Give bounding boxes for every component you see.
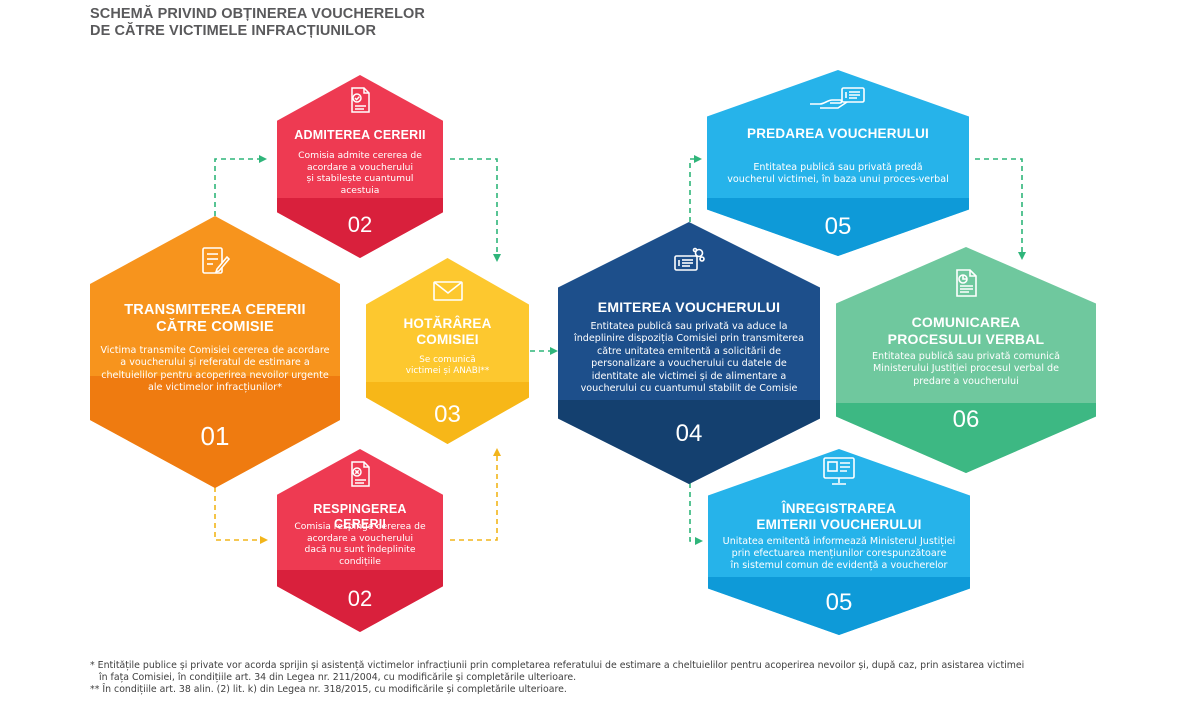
step-number: 01 <box>200 421 230 451</box>
step-number: 05 <box>824 213 852 240</box>
footnotes: * Entitățile publice și private vor acor… <box>90 660 1170 696</box>
step-number: 06 <box>952 406 980 433</box>
arrow-transmiterea-to-respingerea <box>214 487 268 544</box>
footnote-1-continuation: în fața Comisiei, în condițiile art. 34 … <box>99 672 577 683</box>
step-title: ADMITEREA CERERII <box>294 128 426 142</box>
arrow-transmiterea-to-admiterea <box>214 155 267 216</box>
document-reject-icon <box>351 461 370 487</box>
arrow-emiterea-to-predarea <box>689 155 702 222</box>
report-document-icon <box>956 269 977 297</box>
footnote-1: * Entitățile publice și private vor acor… <box>90 660 1025 671</box>
step-title: ÎNREGISTRAREA EMITERII VOUCHERULUI <box>756 501 922 532</box>
step-title: PREDAREA VOUCHERULUI <box>746 126 929 141</box>
step-number: 04 <box>675 420 703 447</box>
voucher-card-icon <box>674 247 705 271</box>
envelope-icon <box>432 281 463 301</box>
footnote-2: ** În condițiile art. 38 alin. (2) lit. … <box>90 684 567 695</box>
arrow-emiterea-to-inregistrarea <box>689 483 703 545</box>
document-check-icon <box>351 87 370 113</box>
step-title: COMUNICAREA PROCESULUI VERBAL <box>887 314 1045 347</box>
step-number: 02 <box>347 212 373 237</box>
arrow-respingerea-to-hotararea <box>450 448 501 541</box>
step-description: Comisia admite cererea de acordare a vou… <box>298 150 422 196</box>
page-title-line-2: DE CĂTRE VICTIMELE INFRACȚIUNILOR <box>90 23 377 39</box>
form-pen-icon <box>202 247 231 274</box>
step-number: 05 <box>825 589 853 616</box>
step-description: Unitatea emitentă informează Ministerul … <box>722 536 956 572</box>
step-description: Comisia respinge cererea de acordare a v… <box>294 521 426 567</box>
step-title: HOTĂRÂREA COMISIEI <box>403 316 492 347</box>
hand-voucher-icon <box>810 87 865 109</box>
step-title: EMITEREA VOUCHERULUI <box>597 299 781 315</box>
monitor-register-icon <box>823 457 855 485</box>
step-transmiterea-hexagon: TRANSMITEREA CERERII CĂTRE COMISIE Victi… <box>90 216 340 488</box>
arrow-admiterea-to-hotararea <box>450 158 501 262</box>
arrow-predarea-to-comunicarea <box>975 158 1026 260</box>
page-title: SCHEMĂ PRIVIND OBȚINEREA VOUCHERELOR DE … <box>90 6 425 40</box>
step-description: Entitatea publică sau privată predă vouc… <box>727 162 949 186</box>
step-description: Se comunică victimei și ANABI** <box>405 355 490 376</box>
step-description: Victima transmite Comisiei cererea de ac… <box>100 345 330 394</box>
step-title: RESPINGEREA CERERII <box>313 502 407 531</box>
page-title-line-1: SCHEMĂ PRIVIND OBȚINEREA VOUCHERELOR <box>90 6 425 22</box>
step-description: Entitatea publică sau privată va aduce l… <box>574 321 804 395</box>
step-title: TRANSMITEREA CERERII CĂTRE COMISIE <box>124 302 306 335</box>
step-number: 02 <box>347 586 373 611</box>
step-number: 03 <box>434 401 461 428</box>
step-description: Entitatea publică sau privată comunică M… <box>871 351 1061 387</box>
